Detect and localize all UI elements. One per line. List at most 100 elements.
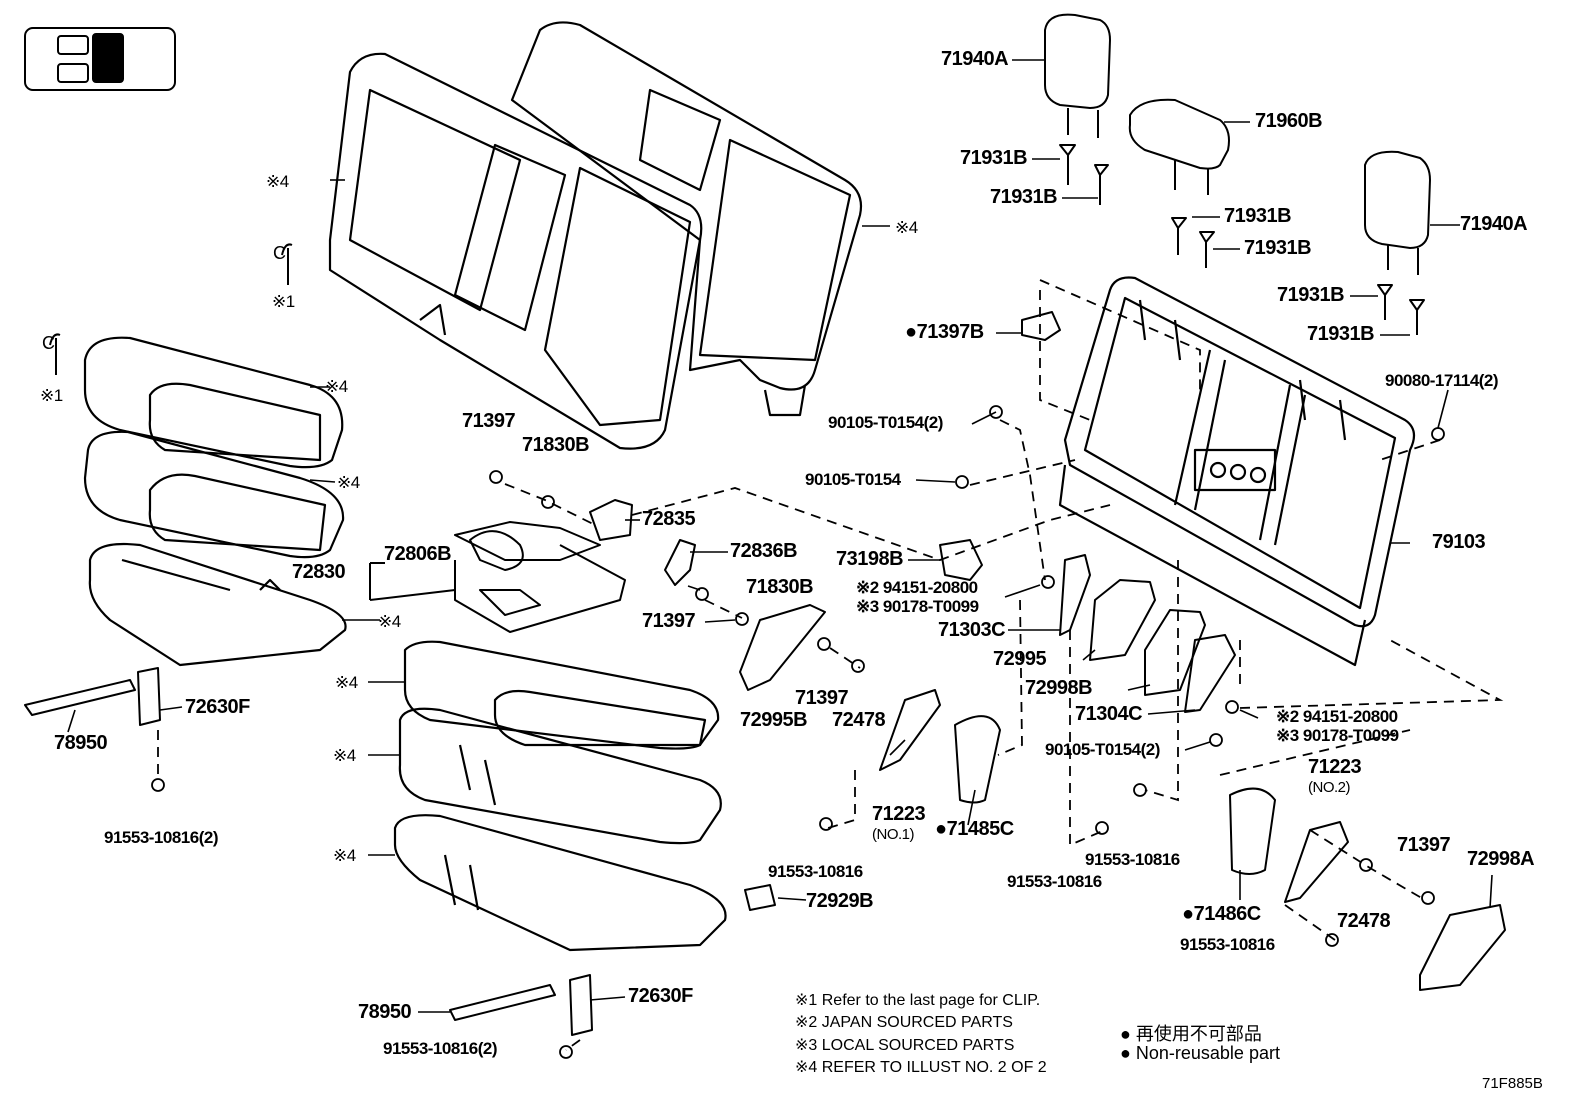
label-72478-right: 72478 — [1337, 910, 1391, 932]
label-72806B: 72806B — [384, 543, 452, 565]
label-72929B: 72929B — [806, 890, 874, 912]
bracket-71303C — [1059, 554, 1091, 636]
label-71223-no2: 71223 — [1308, 756, 1362, 778]
frame-79103 — [1058, 276, 1416, 667]
ref-mark-4-d: ※4 — [337, 473, 360, 492]
armrest-72830 — [454, 521, 626, 633]
label-94151-20800-a: ※2 94151-20800 — [856, 578, 978, 597]
label-91553-10816-bottom: 91553-10816(2) — [383, 1039, 497, 1058]
label-71931B-1: 71931B — [960, 147, 1028, 169]
clip-icon-1 — [281, 243, 293, 285]
label-71397-top: 71397 — [462, 410, 516, 432]
label-91553-10816-right: 91553-10816 — [1180, 935, 1275, 954]
legend-non-reusable-en: ● Non-reusable part — [1120, 1043, 1280, 1063]
hinge-cover-71486C — [1229, 787, 1276, 875]
headrest-71940A-top — [1044, 13, 1111, 138]
label-71931B-5: 71931B — [1277, 284, 1345, 306]
label-71940A-top: 71940A — [941, 48, 1009, 70]
bracket-72836B — [664, 539, 696, 586]
ref-mark-1-b: ※1 — [40, 386, 63, 405]
label-71931B-6: 71931B — [1307, 323, 1375, 345]
label-72830: 72830 — [292, 561, 346, 583]
leader-lines — [67, 59, 1493, 1013]
label-91553-10816-center: 91553-10816 — [768, 862, 863, 881]
label-71303C: 71303C — [938, 619, 1006, 641]
non-reusable-dot-icon: ● — [1120, 1024, 1136, 1044]
label-90105-T0154-1: 90105-T0154(2) — [828, 413, 943, 432]
label-72995: 72995 — [993, 648, 1047, 670]
seatback-right — [510, 21, 863, 417]
cover-71223-no2 — [1284, 821, 1349, 903]
note-clip: ※1 Refer to the last page for CLIP. — [795, 992, 1041, 1009]
label-91553-10816-mid1: 91553-10816 — [1085, 850, 1180, 869]
label-72836B: 72836B — [730, 540, 798, 562]
label-71397-center: 71397 — [795, 687, 849, 709]
clip-glyph-1: C — [273, 243, 286, 263]
ref-mark-4-e: ※4 — [378, 612, 401, 631]
label-71397-midleft: 71397 — [642, 610, 696, 632]
cover-72995B — [739, 604, 826, 691]
label-71830B-midleft: 71830B — [746, 576, 814, 598]
fasteners — [151, 405, 1445, 1059]
illustration-code: 71F885B — [1482, 1075, 1543, 1092]
label-90178-T0099-b: ※3 90178-T0099 — [1276, 726, 1399, 745]
label-72998A: 72998A — [1467, 848, 1535, 870]
strap-78950-left — [24, 679, 136, 716]
cover-72998B — [1144, 609, 1206, 696]
ref-mark-4-f: ※4 — [335, 673, 358, 692]
cover-72998A — [1419, 904, 1506, 991]
cover-71223-no1 — [879, 689, 941, 771]
label-71940A-right: 71940A — [1460, 213, 1528, 235]
label-72995B: 72995B — [740, 709, 808, 731]
label-79103: 79103 — [1432, 531, 1486, 553]
ref-mark-4-b: ※4 — [895, 218, 918, 237]
label-91553-10816-left: 91553-10816(2) — [104, 828, 218, 847]
label-78950-bottom: 78950 — [358, 1001, 412, 1023]
note-refer-illust: ※4 REFER TO ILLUST NO. 2 OF 2 — [795, 1059, 1047, 1076]
label-90105-T0154-2: 90105-T0154 — [805, 470, 901, 489]
label-90178-T0099-a: ※3 90178-T0099 — [856, 597, 979, 616]
label-94151-20800-b: ※2 94151-20800 — [1276, 707, 1398, 726]
label-72630F-bottom: 72630F — [628, 985, 693, 1007]
label-71931B-2: 71931B — [990, 186, 1058, 208]
cover-72995 — [1089, 579, 1156, 661]
label-72478-center: 72478 — [832, 709, 886, 731]
label-71486C: ●71486C — [1182, 903, 1261, 925]
cushion-center-stack — [393, 640, 727, 952]
label-71223-no2-sub: (NO.2) — [1308, 779, 1351, 796]
headrest-71960B — [1128, 98, 1230, 195]
label-72998B: 72998B — [1025, 677, 1093, 699]
clip-glyph-2: C — [42, 333, 55, 353]
non-reusable-dot-icon: ● — [905, 321, 917, 343]
label-71931B-4: 71931B — [1244, 237, 1312, 259]
clip-73198B — [939, 539, 983, 581]
clip-72929B — [744, 884, 776, 911]
legend-non-reusable-jp: ● 再使用不可部品 — [1120, 1024, 1262, 1044]
label-71223-no1: 71223 — [872, 803, 926, 825]
ref-mark-4-a: ※4 — [266, 172, 289, 191]
non-reusable-dot-icon: ● — [935, 818, 947, 840]
label-71830B-top: 71830B — [522, 434, 590, 456]
hinge-cover-71485C — [954, 715, 1001, 804]
non-reusable-dot-icon: ● — [1120, 1043, 1136, 1063]
non-reusable-dot-icon: ● — [1182, 903, 1194, 925]
label-71485C: ●71485C — [935, 818, 1014, 840]
label-71304C: 71304C — [1075, 703, 1143, 725]
ref-mark-4-c: ※4 — [325, 377, 348, 396]
label-71960B: 71960B — [1255, 110, 1323, 132]
label-71931B-3: 71931B — [1224, 205, 1292, 227]
clip-71397B — [1021, 311, 1061, 341]
vehicle-locator-icon — [24, 27, 176, 91]
headrest-71940A-right — [1364, 150, 1431, 275]
ref-mark-4-h: ※4 — [333, 846, 356, 865]
seatback-left — [328, 52, 703, 450]
label-71397-right: 71397 — [1397, 834, 1451, 856]
guides-71931B — [1059, 144, 1425, 335]
label-91553-10816-mid2: 91553-10816 — [1007, 872, 1102, 891]
cushion-left-stack — [83, 336, 347, 667]
label-90080-17114: 90080-17114(2) — [1385, 371, 1499, 390]
label-72835: 72835 — [642, 508, 696, 530]
clip-icon-2 — [49, 333, 61, 375]
label-71223-no1-sub: (NO.1) — [872, 826, 915, 843]
